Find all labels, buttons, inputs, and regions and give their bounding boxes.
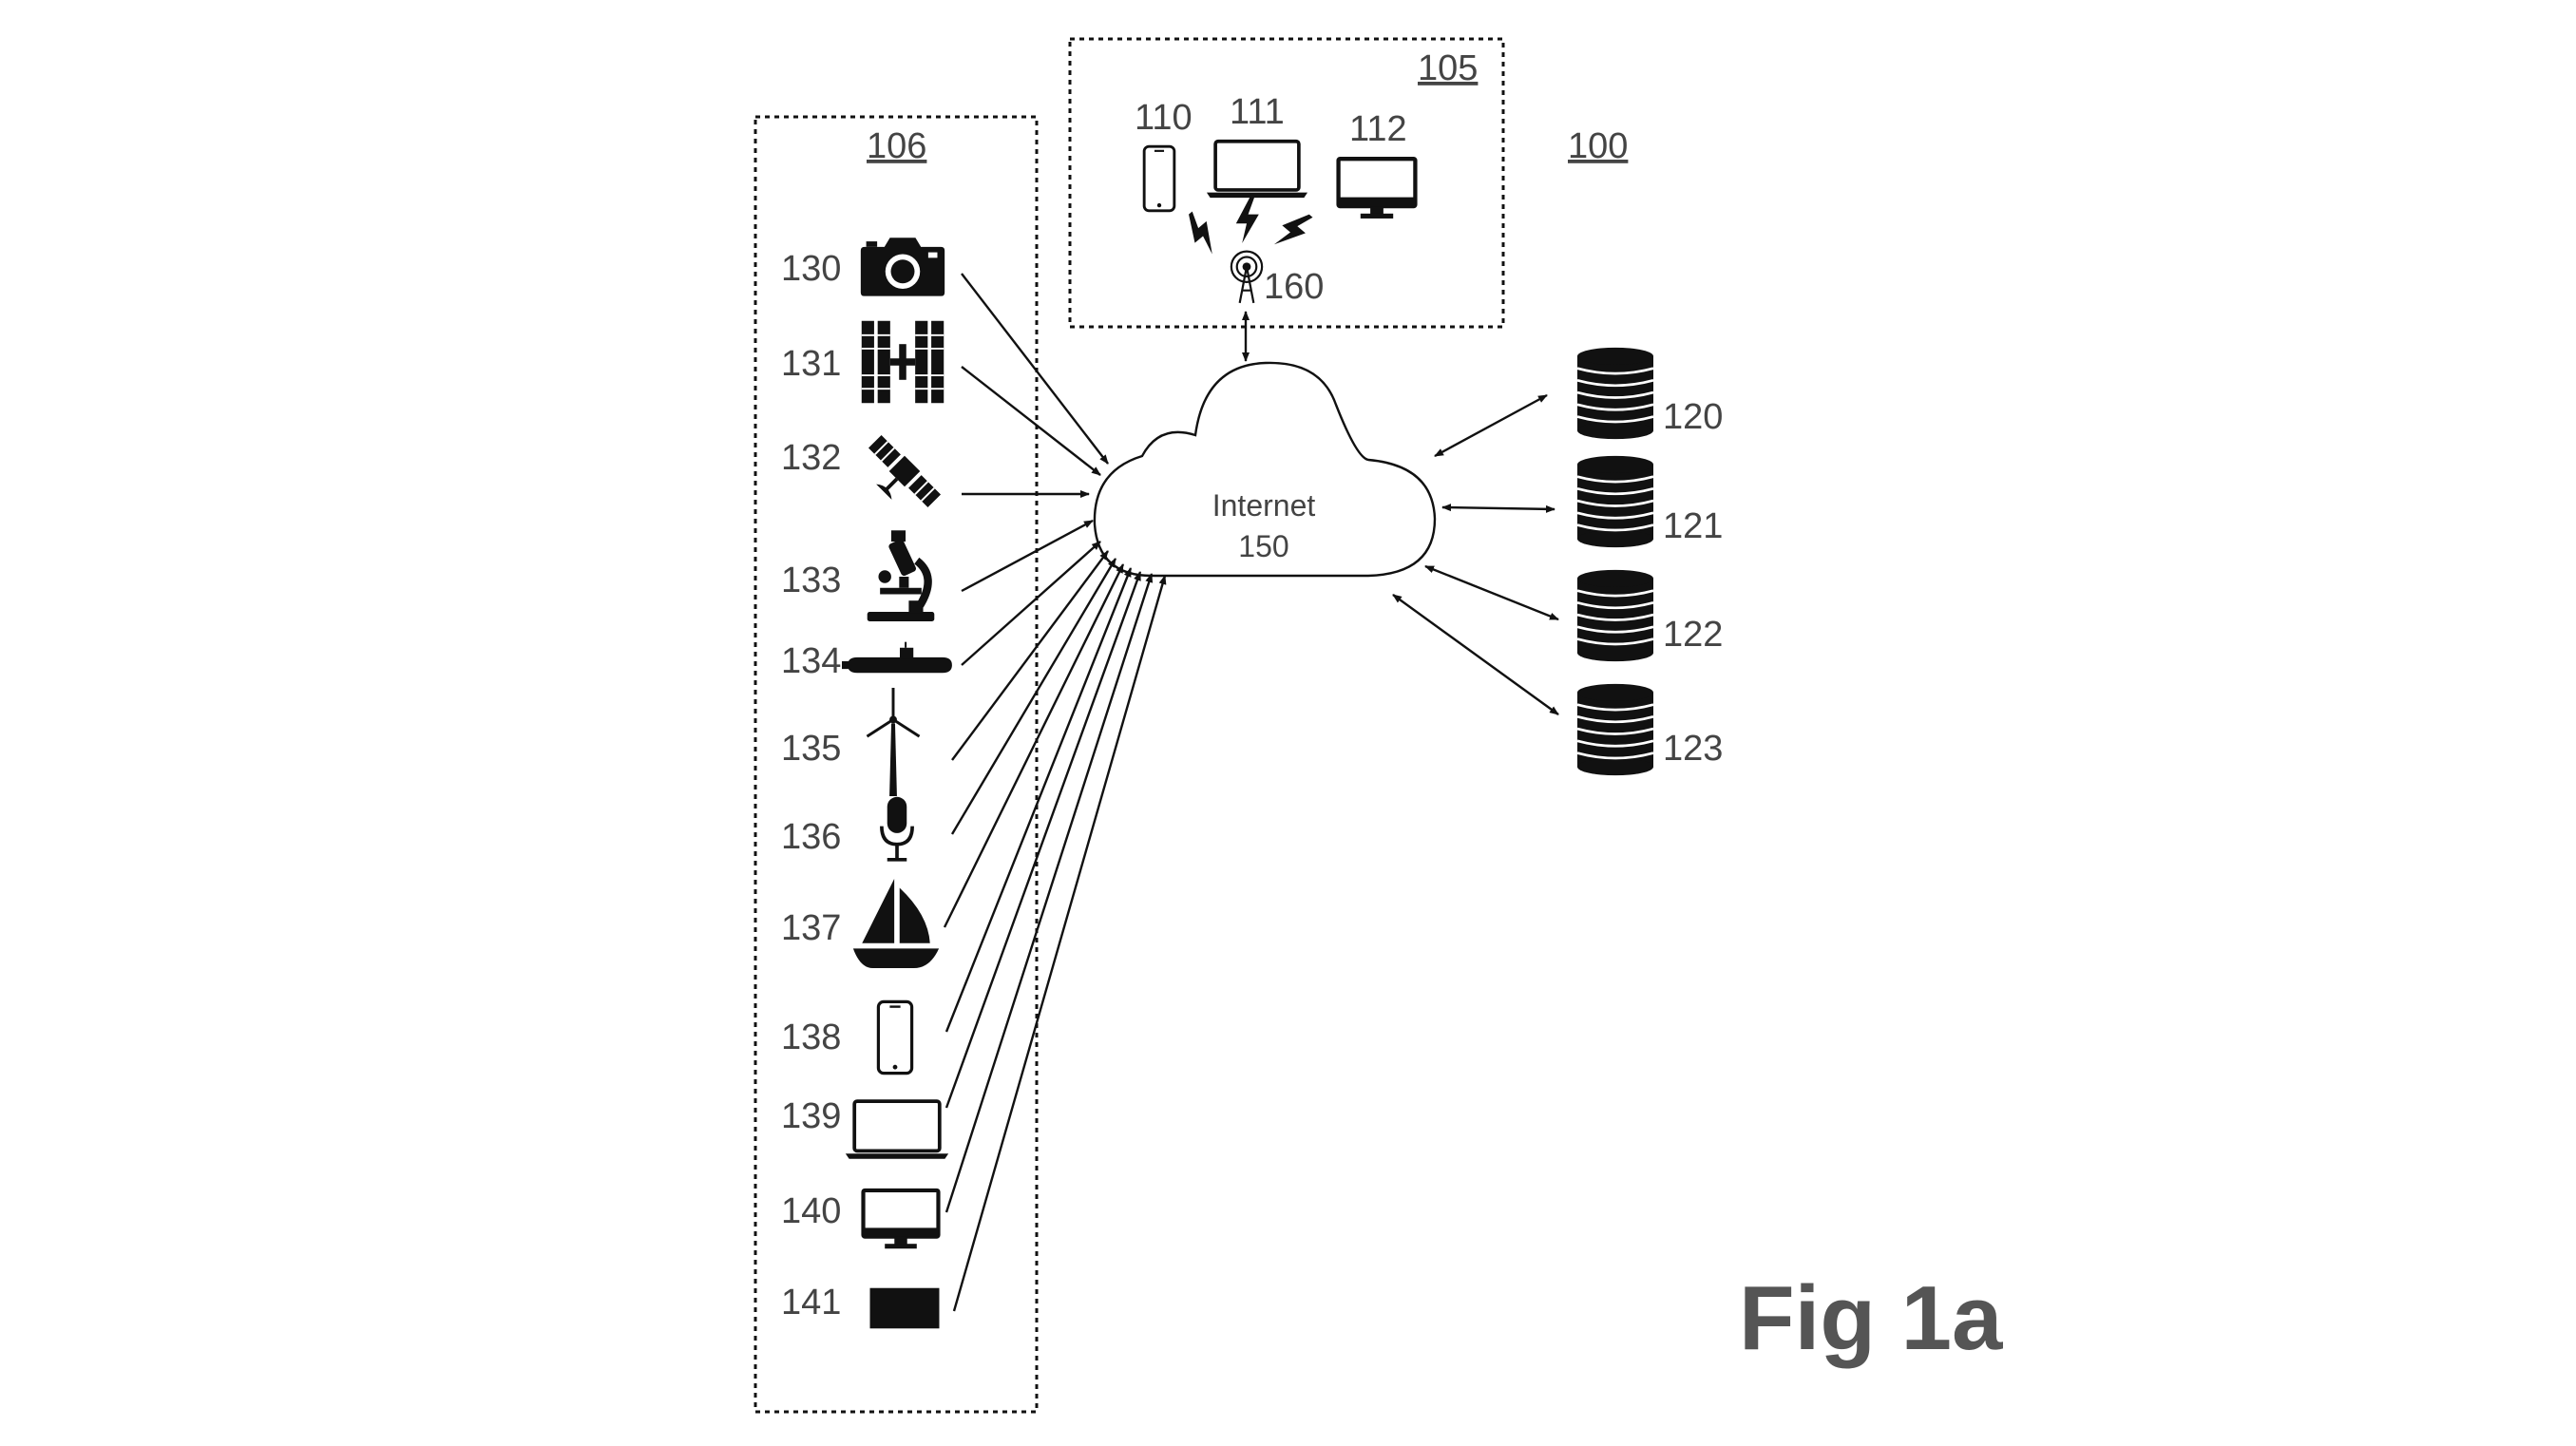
lightning-bolt-icon [1269,205,1317,256]
laptop-icon [844,1099,950,1161]
database-icon [1575,346,1655,441]
smartphone-icon [1142,144,1176,213]
lightning-bolt-icon [1235,198,1259,243]
database-label-123: 123 [1663,729,1723,769]
source-label-135: 135 [781,729,841,769]
monitor-icon [864,1190,939,1248]
client-label-111: 111 [1230,92,1285,132]
database-label-120: 120 [1663,397,1723,437]
source-label-138: 138 [781,1018,841,1057]
client-label-110: 110 [1135,98,1193,138]
source-link-arrow [945,571,1142,1109]
cloud-number: 150 [1238,529,1288,563]
internet-cloud [1093,361,1437,578]
camera-icon [860,238,945,296]
database-label-121: 121 [1663,506,1723,546]
smartphone-icon [876,999,914,1075]
source-link-arrow [943,563,1125,928]
databases: 120 121 122 123 [1392,346,1723,777]
space-station-icon [860,319,945,405]
wind-turbine-icon [865,686,922,798]
database-link-arrow [1441,504,1555,513]
source-link-arrow [951,550,1109,761]
laptop-icon [1205,139,1309,200]
submarine-icon [842,640,954,675]
database-link-arrow [1434,393,1548,458]
source-label-136: 136 [781,817,841,857]
source-label-137: 137 [781,908,841,948]
client-group-ref: 105 [1418,48,1478,88]
client-label-112: 112 [1349,109,1407,149]
access-point-icon [1230,250,1264,305]
source-label-140: 140 [781,1191,841,1231]
source-link-arrow [961,273,1109,465]
source-label-141: 141 [781,1283,841,1322]
cloud-label: Internet [1212,488,1316,523]
source-label-133: 133 [781,561,841,600]
database-link-arrow [1392,594,1559,715]
source-label-139: 139 [781,1096,841,1136]
satellite-icon [854,434,942,522]
source-link-arrow [961,519,1094,593]
source-group-ref: 106 [867,126,926,166]
source-link-arrow [952,575,1167,1312]
source-link-arrow [945,573,1154,1213]
source-link-arrow [961,366,1101,476]
access-point-label: 160 [1264,267,1324,307]
microphone-icon [879,794,915,862]
microscope-icon [868,530,935,621]
monitor-icon [1339,159,1416,219]
figure-title: Fig 1a [1739,1267,2003,1369]
source-label-130: 130 [781,249,841,289]
system-ref: 100 [1568,126,1628,166]
source-devices: 130 131 132 133 134 135 136 137 138 139 140 141 [781,238,1167,1329]
database-icon [1575,682,1655,777]
database-icon [1575,454,1655,549]
source-link-arrow [945,567,1133,1033]
source-label-134: 134 [781,641,841,681]
source-link-arrow [961,541,1101,666]
database-icon [1575,568,1655,663]
database-link-arrow [1424,564,1559,621]
database-label-122: 122 [1663,615,1723,655]
sailboat-icon [852,879,940,969]
lightning-bolt-icon [1177,208,1226,258]
source-link-arrow [950,558,1117,835]
source-label-132: 132 [781,438,841,478]
tablet-icon [869,1287,940,1329]
source-label-131: 131 [781,344,841,384]
